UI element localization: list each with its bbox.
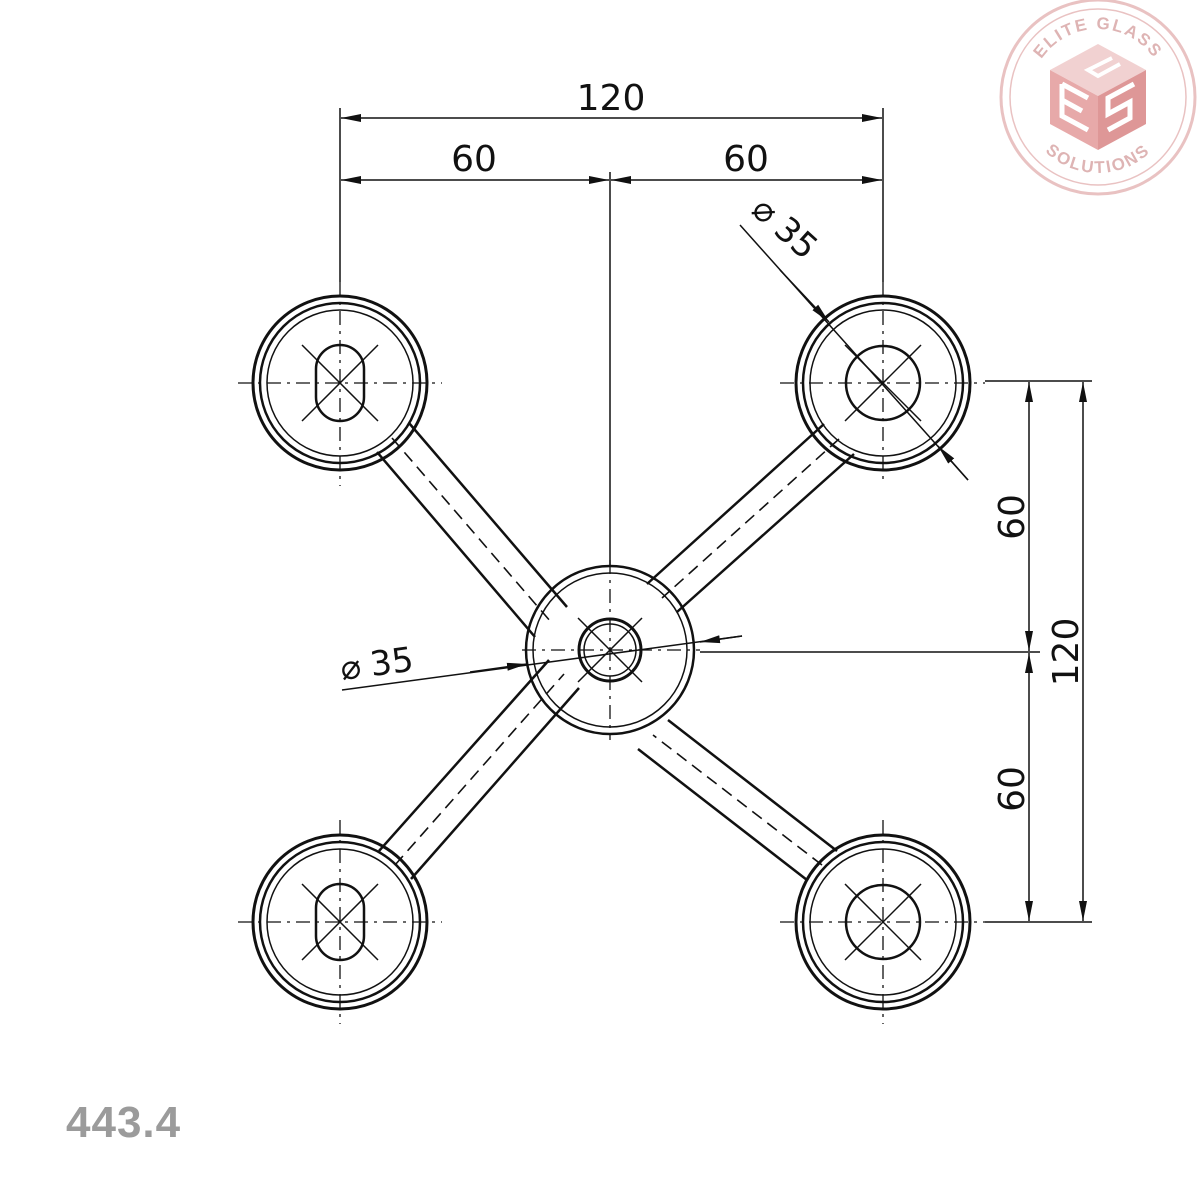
disc-bottom-left [238,820,442,1024]
logo-cube-icon [1050,44,1146,150]
model-code-label: 443.4 [66,1098,182,1147]
disc-top-right [780,282,985,484]
dim-right-total: 120 [1046,618,1087,687]
dim-top-left: 60 [451,139,497,180]
diameter-value-center: 35 [368,640,416,685]
dim-top-total: 120 [577,78,646,119]
spider-arms [376,422,855,881]
dimension-right: 60 60 120 [700,380,1092,923]
diameter-value-top-right: 35 [766,209,825,268]
dim-right-lower: 60 [992,766,1033,812]
disc-top-left [238,282,442,486]
diameter-symbol-center: ⌀ [338,647,364,689]
elite-glass-logo: ELITE GLASS SOLUTIONS [999,0,1197,196]
dim-top-right: 60 [723,139,769,180]
diameter-callout-center: ⌀ 35 [338,635,743,691]
dimension-top: 120 60 60 [339,78,884,566]
dim-right-upper: 60 [992,494,1033,540]
disc-bottom-right [780,820,985,1024]
